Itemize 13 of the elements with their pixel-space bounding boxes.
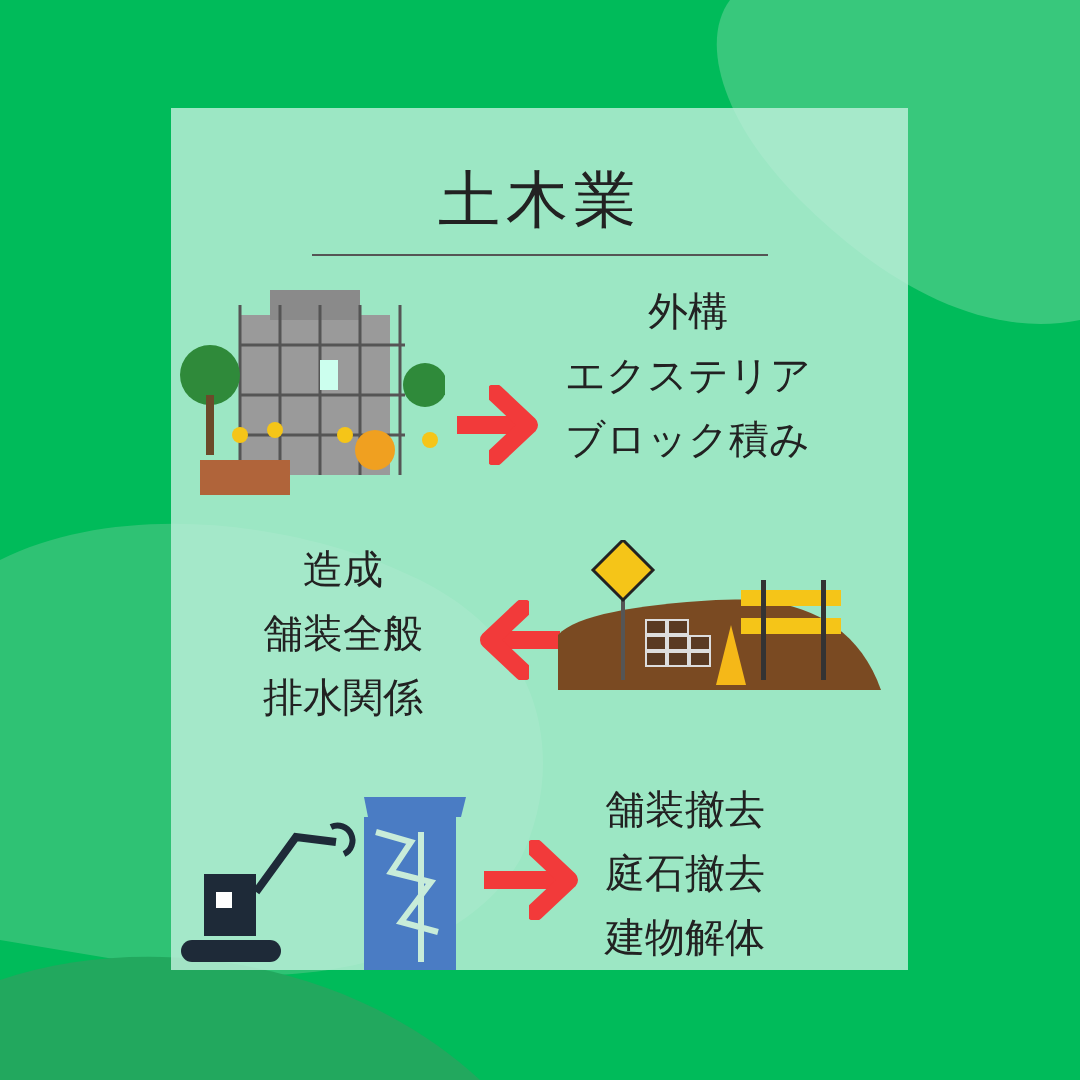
arrow — [484, 839, 578, 921]
service-text: 外構 — [647, 287, 728, 336]
service-text: エクステリア — [564, 351, 811, 400]
service-text: 排水関係 — [262, 672, 423, 722]
service-text: 庭石撤去 — [605, 848, 765, 898]
service-text: ブロック積み — [565, 415, 810, 464]
service-text: 建物解体 — [605, 912, 765, 962]
service-text: 舗装全般 — [262, 608, 423, 658]
arrow — [480, 599, 560, 681]
service-text: 舗装撤去 — [605, 784, 765, 834]
service-text: 造成 — [302, 544, 383, 594]
arrow — [457, 384, 538, 466]
title: 土木業 — [436, 162, 643, 238]
